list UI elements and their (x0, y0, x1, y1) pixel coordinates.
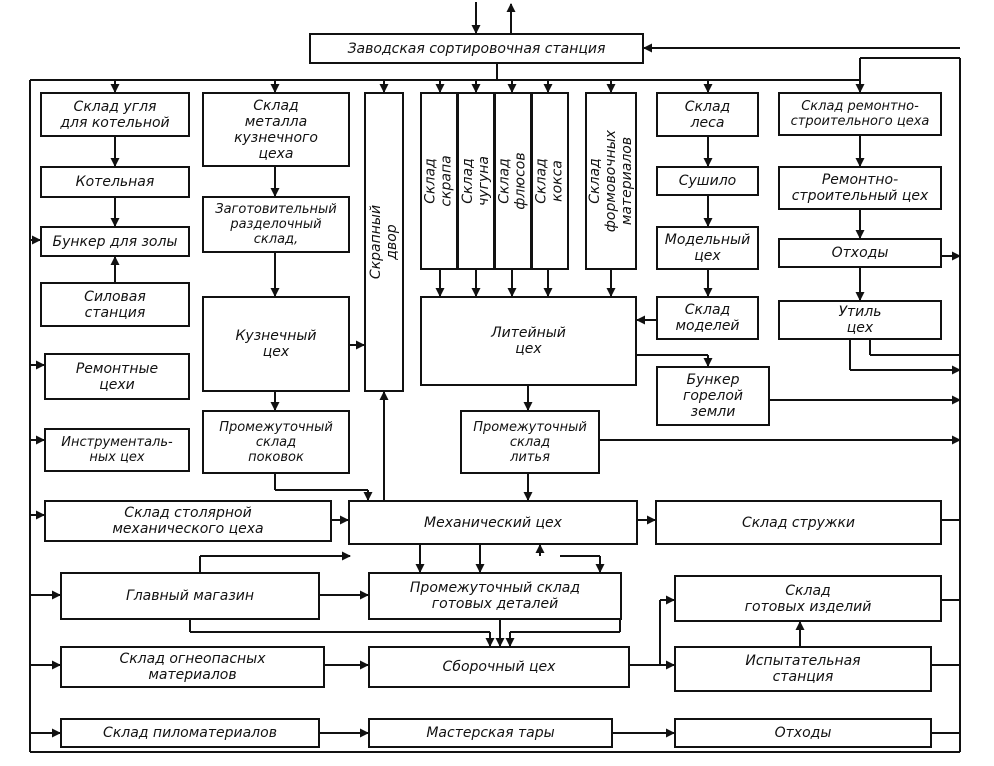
box-finishedparts: Промежуточный склад готовых деталей (368, 572, 622, 620)
box-foundry: Литейный цех (420, 296, 637, 386)
box-tare: Мастерская тары (368, 718, 613, 748)
label-coke: Склад кокса (534, 158, 567, 204)
box-joinery: Склад столярной механического цеха (44, 500, 332, 542)
box-tool: Инструменталь- ных цех (44, 428, 190, 472)
box-coal: Склад угля для котельной (40, 92, 190, 137)
box-flammable: Склад огнеопасных материалов (60, 646, 325, 688)
box-products: Склад готовых изделий (674, 575, 942, 622)
box-scrap: Склад скрапа (420, 92, 458, 270)
box-scrapshop: Утиль цех (778, 300, 942, 340)
label-scrap: Склад скрапа (423, 155, 456, 207)
box-timber: Склад леса (656, 92, 759, 137)
box-scrapyard: Скрапный двор (364, 92, 404, 392)
box-lumber: Склад пиломатериалов (60, 718, 320, 748)
box-forgings: Промежуточный склад поковок (202, 410, 350, 474)
label-scrapyard: Скрапный двор (368, 204, 400, 280)
box-repairstore: Склад ремонтно- строительного цеха (778, 92, 942, 136)
box-iron: Склад чугуна (457, 92, 495, 270)
box-flux: Склад флюсов (494, 92, 532, 270)
box-ashbunker: Бункер для золы (40, 226, 190, 257)
box-waste1: Отходы (778, 238, 942, 268)
box-chips: Склад стружки (655, 500, 942, 545)
label-flux: Склад флюсов (497, 152, 529, 210)
box-forge: Кузнечный цех (202, 296, 350, 392)
box-dryer: Сушило (656, 166, 759, 196)
box-waste2: Отходы (674, 718, 932, 748)
box-power: Силовая станция (40, 282, 190, 327)
box-mainstore: Главный магазин (60, 572, 320, 620)
box-station: Заводская сортировочная станция (309, 33, 644, 64)
box-machine: Механический цех (348, 500, 638, 545)
box-repairs: Ремонтные цехи (44, 353, 190, 400)
box-modelstore: Склад моделей (656, 296, 759, 340)
box-prep: Заготовительный разделочный склад, (202, 196, 350, 253)
box-molding: Склад формовочных материалов (585, 92, 637, 270)
box-testing: Испытательная станция (674, 646, 932, 692)
label-iron: Склад чугуна (460, 156, 492, 206)
label-molding: Склад формовочных материалов (587, 129, 636, 233)
box-castings: Промежуточный склад литья (460, 410, 600, 474)
box-metal: Склад металла кузнечного цеха (202, 92, 350, 167)
box-coke: Склад кокса (531, 92, 569, 270)
box-burnt: Бункер горелой земли (656, 366, 770, 426)
box-model: Модельный цех (656, 226, 759, 270)
box-assembly: Сборочный цех (368, 646, 630, 688)
box-boiler: Котельная (40, 166, 190, 198)
box-repairshop: Ремонтно- строительный цех (778, 166, 942, 210)
